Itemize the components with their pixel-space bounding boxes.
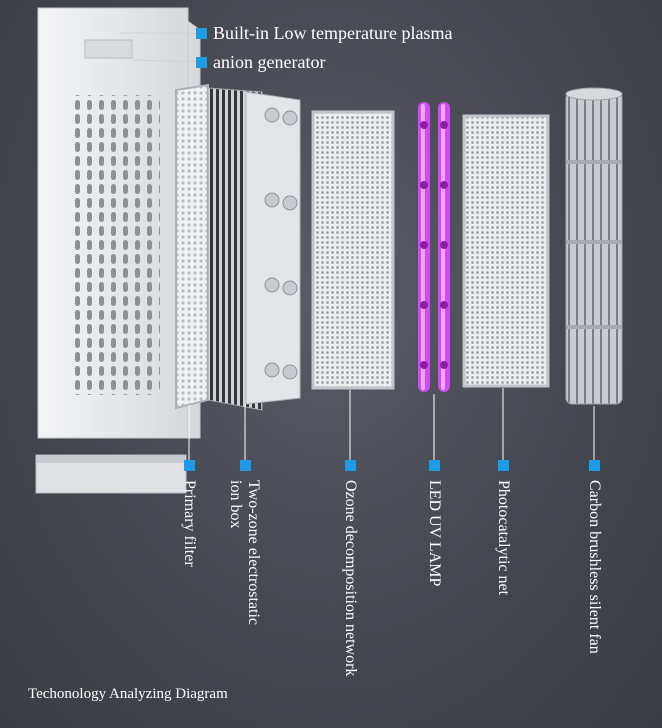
- label-uv-lamp: LED UV LAMP: [426, 480, 443, 587]
- fan-illustration: [565, 87, 623, 405]
- label-primary-filter: Primary filter: [181, 480, 198, 567]
- ion-box-illustration: [207, 87, 301, 411]
- diagram-caption: Techonology Analyzing Diagram: [28, 686, 228, 702]
- label-ion-box: Two-zone electrostatic ion box: [227, 480, 262, 626]
- label-fan: Carbon brushless silent fan: [586, 480, 603, 654]
- primary-filter-illustration: [175, 83, 209, 410]
- purifier-housing: [35, 7, 201, 494]
- marker-uv-lamp: [429, 460, 440, 471]
- marker-primary-filter: [184, 460, 195, 471]
- component-leaders: [188, 388, 595, 460]
- marker-fan: [589, 460, 600, 471]
- photocatalytic-net-illustration: [462, 114, 550, 388]
- uv-lamp-illustration: [418, 102, 450, 392]
- marker-ozone-network: [345, 460, 356, 471]
- callout-marker-2: [196, 57, 207, 68]
- ozone-network-illustration: [311, 110, 395, 390]
- callout-leaders: [120, 32, 201, 63]
- label-photocatalytic-net: Photocatalytic net: [495, 480, 512, 596]
- label-ozone-network: Ozone decomposition network: [342, 480, 359, 677]
- marker-ion-box: [240, 460, 251, 471]
- callout-marker-1: [196, 28, 207, 39]
- marker-photocatalytic-net: [498, 460, 509, 471]
- callout-plasma: Built-in Low temperature plasma: [213, 23, 453, 43]
- callout-anion: anion generator: [213, 52, 326, 72]
